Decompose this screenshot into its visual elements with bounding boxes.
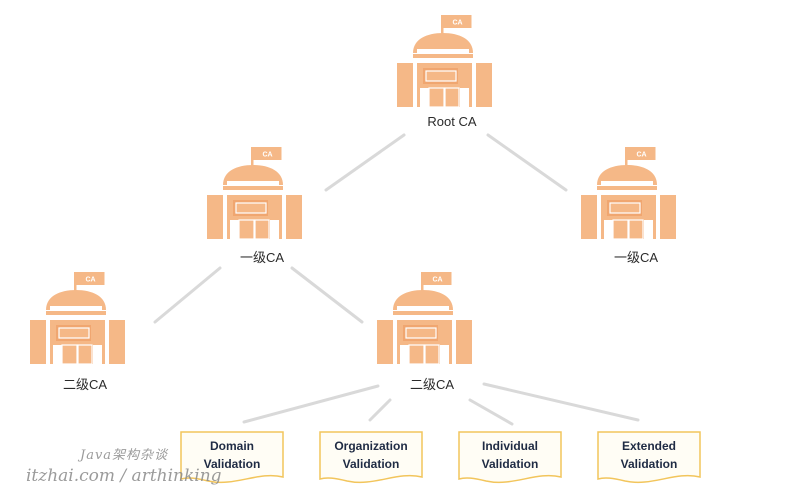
validation-label: Organization Validation xyxy=(319,437,423,473)
node-level1-ca-left: CA 一级CA xyxy=(207,145,317,265)
node-label: 二级CA xyxy=(409,377,455,392)
svg-text:CA: CA xyxy=(432,277,442,284)
validation-label-line2: Validation xyxy=(620,457,678,471)
validation-label: Individual Validation xyxy=(458,437,562,473)
ca-building-icon: CA xyxy=(581,145,691,241)
svg-text:CA: CA xyxy=(85,277,95,284)
validation-doc-extended: Extended Validation xyxy=(597,431,701,487)
node-root-ca: CA Root CA xyxy=(397,13,507,129)
document-icon xyxy=(597,431,701,484)
ca-building-icon: CA xyxy=(30,270,140,366)
validation-label-line1: Extended xyxy=(621,439,676,453)
node-label: 一级CA xyxy=(613,250,659,265)
connector-level1-level2-left xyxy=(153,266,222,324)
validation-label-line2: Validation xyxy=(342,457,400,471)
validation-doc-domain: Domain Validation xyxy=(180,431,284,487)
svg-text:CA: CA xyxy=(636,152,646,159)
document-icon xyxy=(458,431,562,484)
validation-label-line2: Validation xyxy=(481,457,539,471)
connector-level2-extended xyxy=(482,382,640,422)
validation-label: Extended Validation xyxy=(597,437,701,473)
svg-text:CA: CA xyxy=(262,152,272,159)
connector-level2-individual xyxy=(468,398,514,426)
watermark-line2: itzhai.com / arthinking xyxy=(26,466,222,486)
validation-label-line1: Individual xyxy=(481,439,538,453)
connector-root-level1-left xyxy=(324,133,406,192)
node-level1-ca-right: CA 一级CA xyxy=(581,145,691,265)
node-label: Root CA xyxy=(427,114,477,129)
connector-level2-domain xyxy=(242,384,380,424)
validation-label: Domain Validation xyxy=(180,437,284,473)
svg-text:CA: CA xyxy=(452,20,462,27)
watermark-line1: Java架构杂谈 xyxy=(80,448,169,463)
validation-label-line2: Validation xyxy=(203,457,261,471)
ca-building-icon: CA xyxy=(397,13,507,109)
ca-building-icon: CA xyxy=(207,145,317,241)
connector-level2-organization xyxy=(368,398,392,422)
node-level2-ca-center: CA 二级CA xyxy=(377,270,487,392)
node-label: 二级CA xyxy=(62,377,108,392)
validation-label-line1: Organization xyxy=(334,439,408,453)
connector-root-level1-right xyxy=(486,133,568,192)
validation-label-line1: Domain xyxy=(209,439,254,453)
validation-doc-organization: Organization Validation xyxy=(319,431,423,487)
document-icon xyxy=(319,431,423,484)
validation-doc-individual: Individual Validation xyxy=(458,431,562,487)
node-label: 一级CA xyxy=(239,250,285,265)
document-icon xyxy=(180,431,284,484)
ca-building-icon: CA xyxy=(377,270,487,366)
connector-level1-level2-center xyxy=(290,266,364,324)
node-level2-ca-left: CA 二级CA xyxy=(30,270,140,392)
